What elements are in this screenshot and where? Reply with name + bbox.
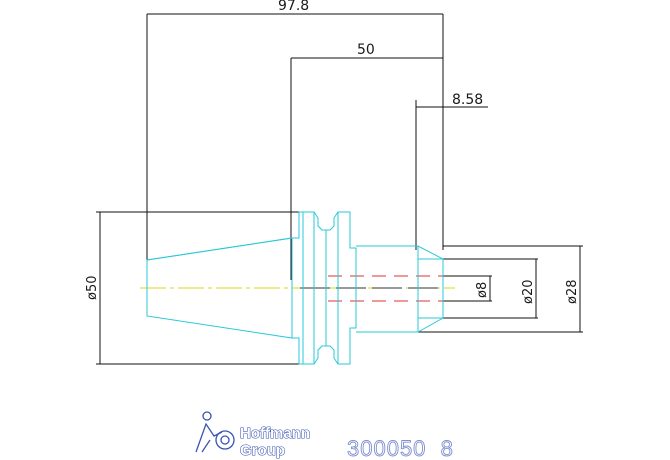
logo-line1: Hoffmann <box>240 425 310 442</box>
flange-groove <box>303 211 357 365</box>
dim-8.58-label: 8.58 <box>452 92 483 108</box>
dim-d28-label: ø28 <box>565 280 580 305</box>
part-outline <box>146 211 444 365</box>
hoffmann-logo: Hoffmann Group <box>195 411 311 460</box>
dim-97.8-label: 97.8 <box>278 0 309 14</box>
part-number: 300050 8 <box>347 436 454 460</box>
nose-body <box>356 245 444 333</box>
dimension-lines <box>96 13 583 365</box>
dim-d20-label: ø20 <box>521 280 536 305</box>
taper-inner-line-top <box>146 237 293 261</box>
flange-body <box>292 211 304 365</box>
logo-figure-icon <box>195 411 235 453</box>
logo-line2: Group <box>240 442 285 459</box>
dim-50-label: 50 <box>357 42 375 58</box>
dim-d50-label: ø50 <box>85 276 100 301</box>
dim-d8-label: ø8 <box>475 282 490 298</box>
